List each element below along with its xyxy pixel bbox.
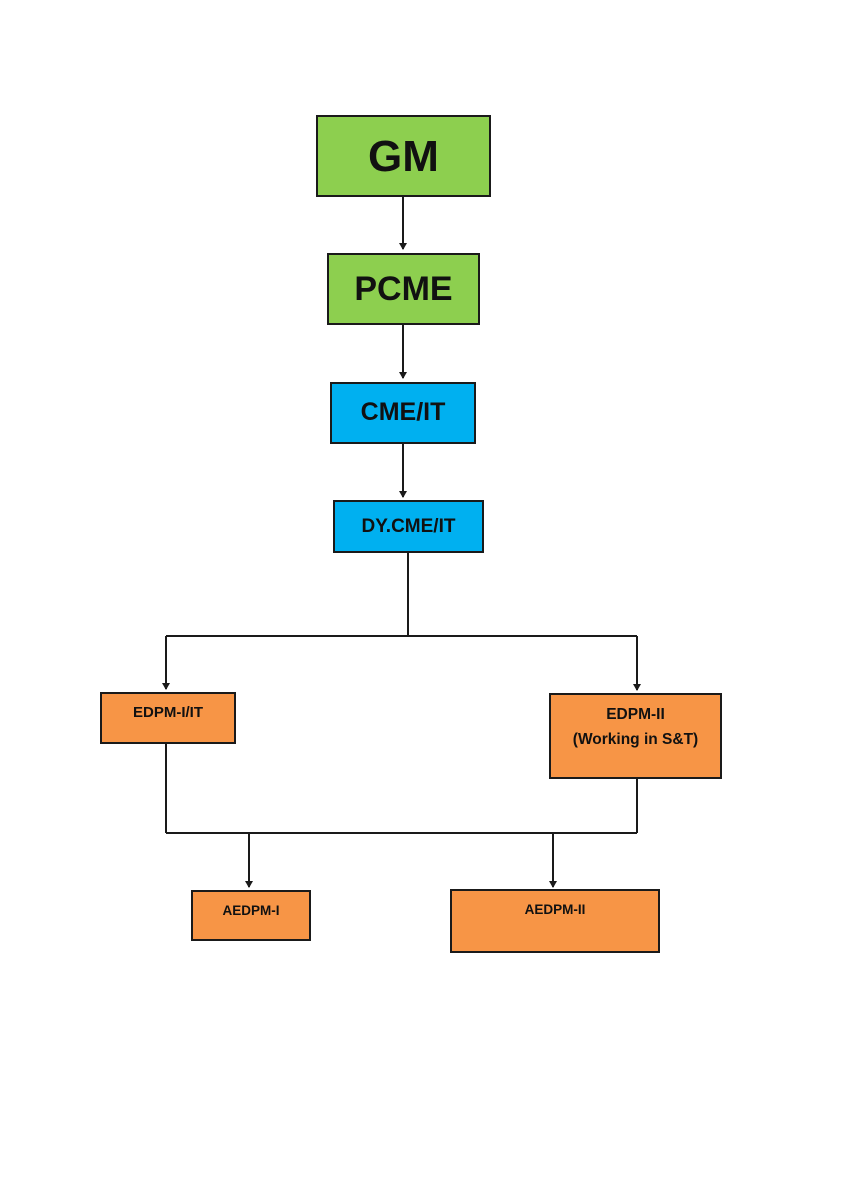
node-edpm-2: EDPM-II (Working in S&T)	[549, 693, 722, 779]
node-edpm-2-label-line1: EDPM-II	[606, 706, 665, 723]
node-edpm-1: EDPM-I/IT	[100, 692, 236, 744]
node-cme-it: CME/IT	[330, 382, 476, 444]
node-edpm-1-label: EDPM-I/IT	[133, 704, 203, 721]
node-aedpm-2: AEDPM-II	[450, 889, 660, 953]
node-cme-it-label: CME/IT	[360, 398, 446, 427]
node-edpm-2-label-line2: (Working in S&T)	[572, 731, 699, 749]
node-gm-label: GM	[368, 131, 439, 181]
node-pcme-label: PCME	[354, 269, 453, 308]
node-gm: GM	[316, 115, 491, 197]
node-pcme: PCME	[327, 253, 480, 325]
node-aedpm-1-label: AEDPM-I	[222, 903, 280, 918]
node-dy-cme-it-label: DY.CME/IT	[361, 515, 456, 537]
node-dy-cme-it: DY.CME/IT	[333, 500, 484, 553]
node-aedpm-1: AEDPM-I	[191, 890, 311, 941]
node-aedpm-2-label: AEDPM-II	[524, 902, 586, 917]
